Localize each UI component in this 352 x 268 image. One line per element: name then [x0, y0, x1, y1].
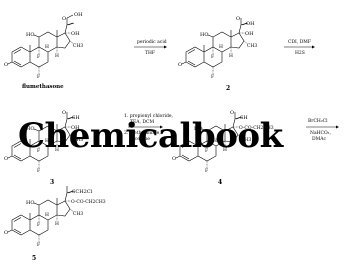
compound-2: O OH OH CH3 HO H H F F O 2: [178, 16, 257, 92]
c17-label: O-CO-CH2CH3: [71, 199, 106, 205]
c16-label: CH3: [247, 43, 257, 49]
step-1: periodic acid THF: [134, 39, 167, 56]
step-4-reagent-line-3: DMAc: [312, 136, 326, 142]
step-4-reagent-line-1: BrCH₂Cl: [308, 118, 328, 124]
h8-label: H: [213, 138, 217, 144]
c17-label: OH: [245, 31, 254, 37]
c16-label: CH3: [73, 43, 83, 49]
c11-label: HO: [26, 32, 34, 38]
compound-4: O SH O-CO-CH2CH3 CH3 HO H H F F O 4: [172, 110, 274, 186]
f9-label: F: [205, 148, 208, 154]
c11-label: HO: [26, 200, 34, 206]
side-chain-label: SH: [240, 115, 248, 121]
compound-number: 2: [226, 85, 230, 92]
compound-5: SCH2Cl O-CO-CH2CH3 CH3 HO H H F F O 5: [4, 186, 106, 262]
step-3: 1. propionyl chloride, TEA, DCM 2. dieth…: [124, 113, 173, 142]
ketone-o-label: O: [62, 110, 66, 116]
f9-label: F: [211, 54, 214, 60]
step-3-reagent-line-3: 2. diethylamine,: [124, 130, 161, 136]
f6-label: F: [211, 74, 214, 80]
c16-label: CH3: [73, 211, 83, 217]
c16-label: CH3: [73, 137, 83, 143]
compound-3: O SH OH CH3 HO H H F F O 3: [4, 110, 83, 186]
ring-o-label: O: [4, 156, 8, 162]
step-4-reagent-line-2: NaHCO₃,: [310, 130, 331, 136]
h8-label: H: [45, 44, 49, 50]
f6-label: F: [37, 168, 40, 174]
f6-label: F: [37, 74, 40, 80]
compound-number: 4: [218, 179, 222, 186]
f6-label: F: [205, 168, 208, 174]
side-chain-label: SH: [72, 115, 80, 121]
ketone-o-label: O: [230, 110, 234, 116]
c17-label: OH: [71, 125, 80, 131]
c16-label: CH3: [241, 137, 251, 143]
c11-label: HO: [200, 32, 208, 38]
compound-flumethasone: O OH OH CH3 HO H H F F O flumethasone: [4, 12, 83, 90]
ketone-o-label: O: [236, 16, 240, 22]
f9-label: F: [37, 222, 40, 228]
h14-label: H: [229, 53, 233, 59]
c17-label: O-CO-CH2CH3: [239, 125, 274, 131]
h8-label: H: [45, 212, 49, 218]
f9-label: F: [37, 54, 40, 60]
step-2-reagent: CDI, DMF: [288, 39, 311, 45]
c11-label: HO: [194, 126, 202, 132]
ring-o-label: O: [4, 62, 8, 68]
ring-o-label: O: [178, 62, 182, 68]
h14-label: H: [55, 221, 59, 227]
c11-label: HO: [26, 126, 34, 132]
step-1-reagent: periodic acid: [137, 39, 167, 45]
f9-label: F: [37, 148, 40, 154]
h8-label: H: [219, 44, 223, 50]
compound-name: flumethasone: [22, 84, 64, 90]
step-3-reagent-line-4: acetone: [132, 136, 150, 142]
step-2-solvent: H2S: [295, 50, 305, 56]
h8-label: H: [45, 138, 49, 144]
side-chain-label: OH: [246, 21, 255, 27]
compound-number: 5: [32, 255, 36, 262]
ring-o-label: O: [4, 230, 8, 236]
ketone-o-label: O: [62, 16, 66, 22]
compound-number: 3: [50, 179, 54, 186]
step-2: CDI, DMF H2S: [284, 39, 315, 56]
step-3-reagent-line-2: TEA, DCM: [130, 119, 154, 125]
h14-label: H: [55, 147, 59, 153]
step-3-reagent-line-1: 1. propionyl chloride,: [124, 113, 173, 119]
h14-label: H: [55, 53, 59, 59]
side-chain-label: SCH2Cl: [72, 189, 93, 195]
side-chain-label: OH: [74, 12, 83, 18]
ring-o-label: O: [172, 156, 176, 162]
step-1-solvent: THF: [145, 50, 155, 56]
c17-label: OH: [71, 31, 80, 37]
h14-label: H: [223, 147, 227, 153]
f6-label: F: [37, 242, 40, 248]
watermark: Chemicalbook: [18, 116, 285, 156]
step-4: BrCH₂Cl NaHCO₃, DMAc: [306, 118, 339, 142]
